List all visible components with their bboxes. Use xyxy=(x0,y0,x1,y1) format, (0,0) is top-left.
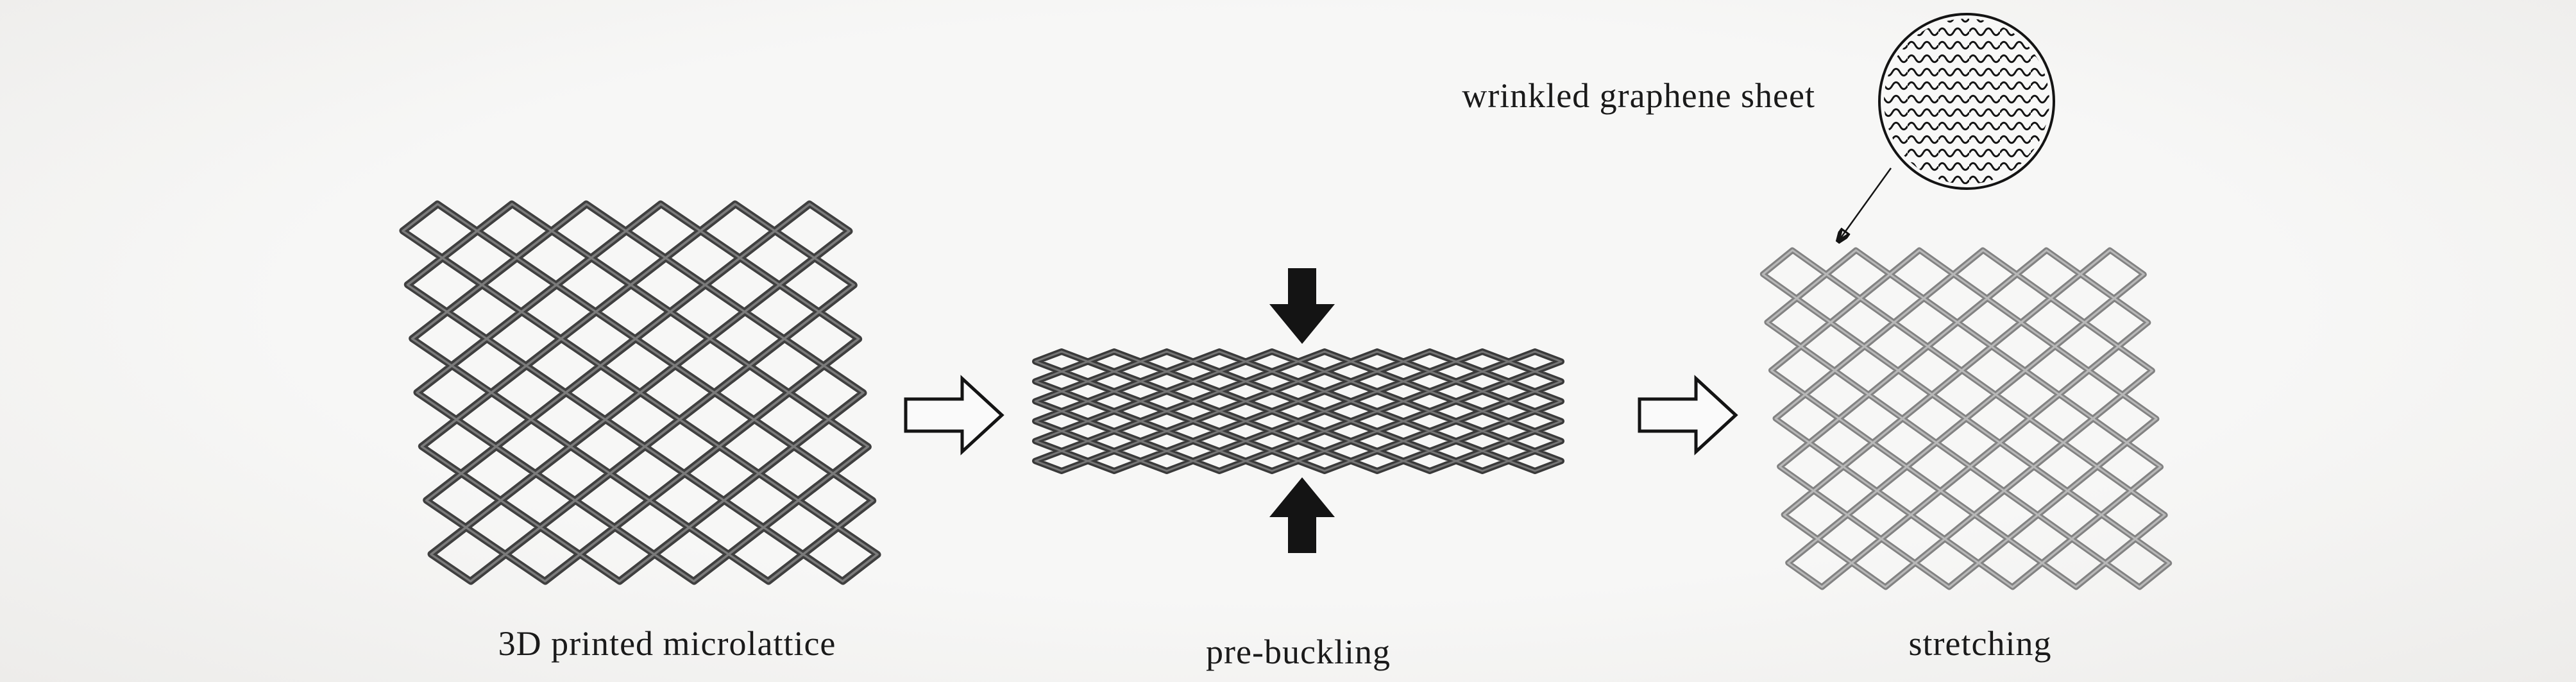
callout-arrow xyxy=(1819,167,1892,257)
stage-label-stretching: stretching xyxy=(1908,624,2052,663)
stage-label-microlattice: 3D printed microlattice xyxy=(498,624,836,663)
stage-label-prebuckling: pre-buckling xyxy=(1206,633,1391,671)
stretched-lattice-graphic xyxy=(1759,247,2173,590)
right-arrow-icon xyxy=(1638,375,1738,456)
compression-arrow-down-icon xyxy=(1269,268,1335,344)
callout-label-graphene: wrinkled graphene sheet xyxy=(1462,76,1815,115)
right-arrow-icon xyxy=(904,375,1004,456)
prebuckled-lattice-graphic xyxy=(1032,348,1564,474)
graphene-sheet-inset xyxy=(1878,13,2055,190)
compression-arrow-up-icon xyxy=(1269,477,1335,553)
microlattice-graphic xyxy=(399,200,881,585)
